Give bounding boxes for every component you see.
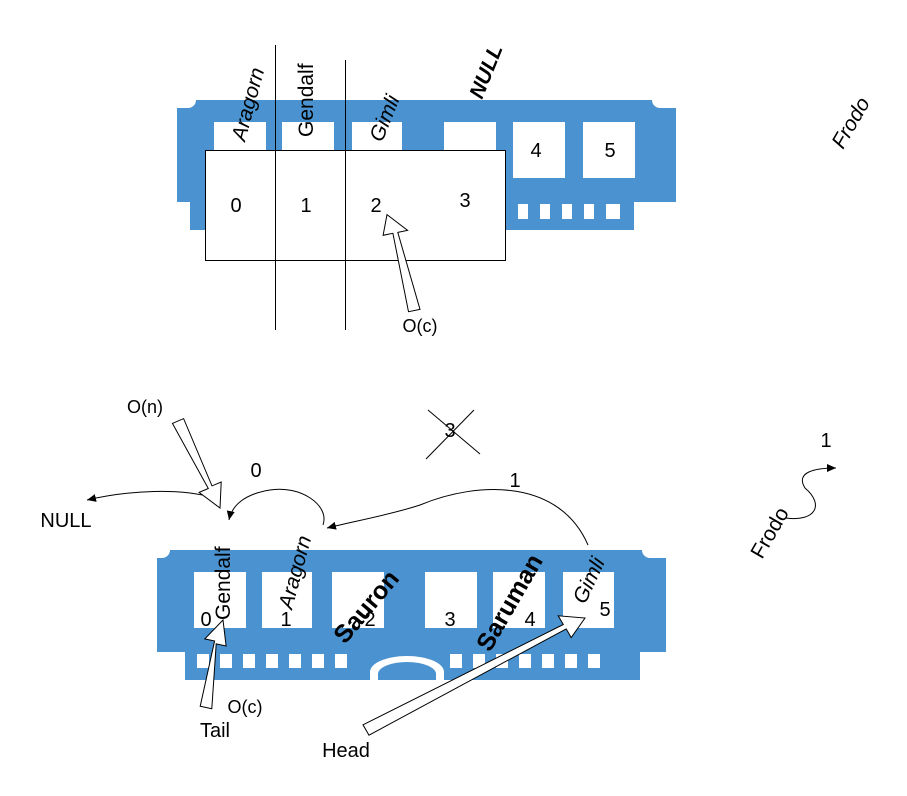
top-index-2: 2: [370, 195, 381, 217]
top-oc-label: O(c): [403, 316, 438, 336]
head-hollow-arrow: [362, 615, 586, 736]
on-label: O(n): [127, 397, 163, 417]
top-frodo-label: Frodo: [827, 93, 875, 152]
tail-arrow: O(c) Tail: [199, 618, 263, 742]
top-hollow-arrow: [382, 213, 421, 313]
bottom-ram-stick: [157, 550, 666, 680]
top-index-1: 1: [300, 195, 311, 217]
bottom-index-3: 3: [444, 609, 455, 631]
top-index-labels: 0 1 2 3 4 5: [230, 140, 615, 217]
bottom-name-gendalf: Gendalf: [212, 546, 235, 620]
bottom-ram-slots: [194, 572, 614, 628]
top-index-4: 4: [530, 140, 541, 162]
head-arrow: Head: [322, 615, 586, 762]
on-hollow-arrow: [171, 417, 222, 509]
cross-line-1: [425, 409, 475, 460]
bottom-ram-notch: [378, 662, 436, 680]
top-index-0: 0: [230, 195, 241, 217]
head-label: Head: [322, 740, 370, 762]
top-index-5: 5: [604, 140, 615, 162]
bottom-frodo-label: Frodo: [746, 503, 793, 562]
bottom-index-1: 1: [280, 609, 291, 631]
crossed-index: 3: [425, 409, 481, 460]
tail-label: Tail: [200, 720, 230, 742]
pointer-label-1: 1: [509, 470, 520, 492]
linked-list-pointers: 1 0 NULL: [40, 460, 589, 546]
frodo-squiggle-arrow: [785, 464, 837, 520]
on-arrow: O(n): [127, 397, 222, 509]
pointer-label-0: 0: [250, 460, 261, 482]
tail-oc-label: O(c): [228, 697, 263, 717]
bottom-index-5: 5: [599, 599, 610, 621]
bottom-index-0: 0: [200, 609, 211, 631]
cross-line-2: [427, 409, 481, 455]
bottom-index-2: 2: [364, 609, 375, 631]
top-oc-arrow: O(c): [382, 213, 438, 336]
bottom-index-labels: 0 1 2 3 4 5: [200, 599, 610, 631]
null-label: NULL: [40, 510, 91, 532]
top-name-null: NULL: [465, 41, 507, 102]
pointer-aragorn-to-gendalf: [226, 488, 325, 526]
crossed-index-label: 3: [444, 420, 455, 442]
pointer-gimli-to-aragorn: [326, 489, 589, 546]
top-name-gendalf: Gendalf: [295, 63, 318, 137]
frodo-count-label: 1: [820, 430, 831, 452]
bottom-index-4: 4: [524, 609, 535, 631]
bottom-frodo: Frodo 1: [746, 430, 837, 563]
top-index-3: 3: [459, 190, 470, 212]
tail-hollow-arrow: [199, 618, 227, 710]
top-array-box: [205, 150, 506, 261]
top-ram-pins: [518, 204, 620, 219]
pointer-gendalf-to-null: [86, 490, 216, 502]
